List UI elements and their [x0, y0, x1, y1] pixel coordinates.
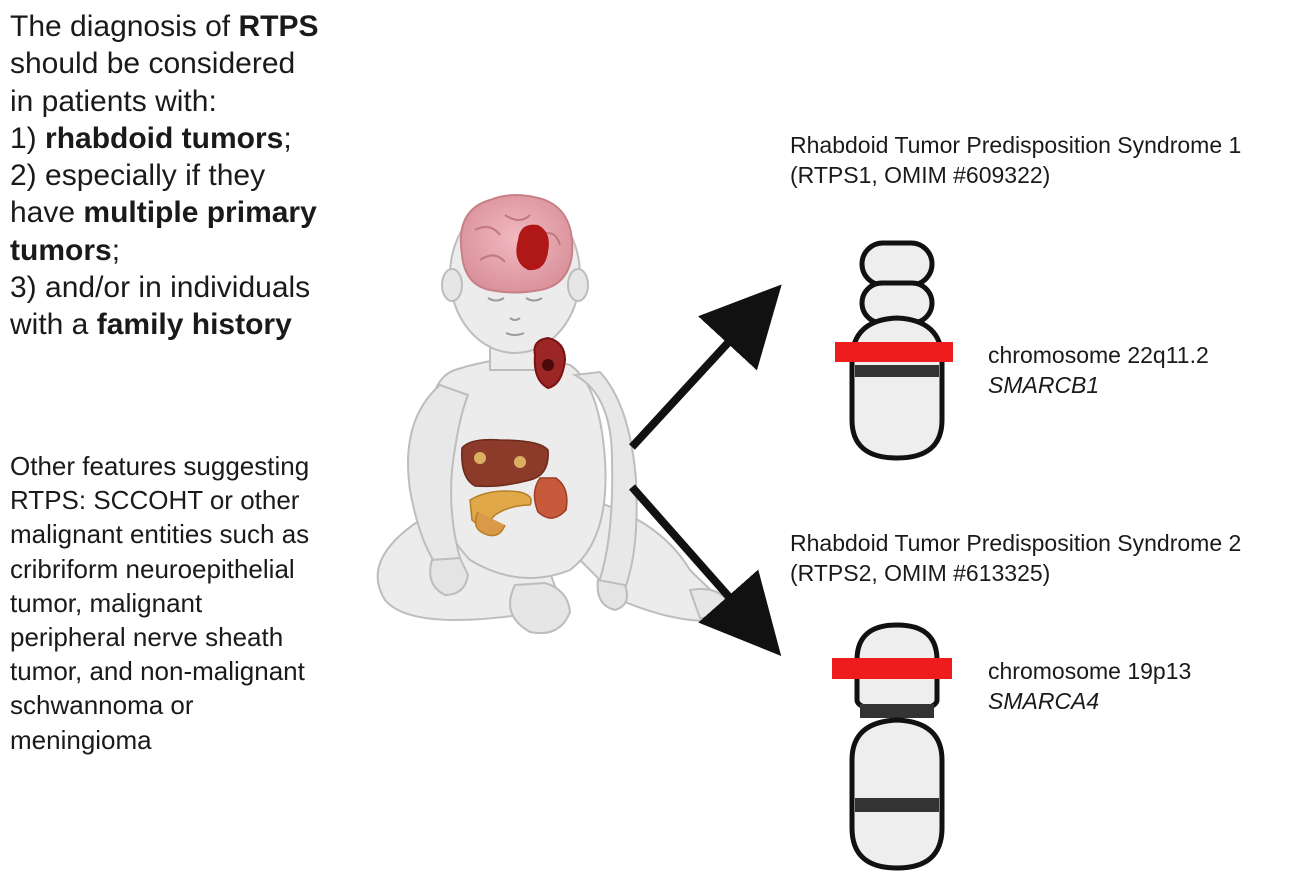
- gene-1-name: SMARCB1: [988, 372, 1100, 398]
- intestine: [474, 511, 506, 537]
- chromosome-2-locus: chromosome 19p13: [988, 658, 1192, 684]
- syndrome-2-name: Rhabdoid Tumor Predisposition Syndrome 2: [790, 530, 1242, 556]
- other-features-line: Other features suggesting: [10, 451, 310, 481]
- chromosome-2-centromere: [860, 704, 934, 718]
- chromosome-1-dark-band: [855, 365, 939, 377]
- other-features-line: cribriform neuroepithelial: [10, 553, 295, 584]
- abdominal-organs: [461, 438, 568, 537]
- chromosome-1-locus: chromosome 22q11.2: [988, 342, 1209, 368]
- chromosome-1-arm-top: [859, 240, 935, 288]
- left-hand: [429, 556, 470, 597]
- criteria-line-8: 3) and/or in individuals: [10, 271, 311, 305]
- chromosome-1-label: chromosome 22q11.2 SMARCB1: [988, 340, 1209, 400]
- kidney: [533, 477, 568, 519]
- syndrome-2-title: Rhabdoid Tumor Predisposition Syndrome 2…: [790, 528, 1241, 588]
- criteria-line-1: The diagnosis of RTPS: [10, 10, 319, 43]
- diagnosis-criteria-text: The diagnosis of RTPS should be consider…: [10, 8, 380, 344]
- syndrome-1-name: Rhabdoid Tumor Predisposition Syndrome 1: [790, 132, 1242, 158]
- syndrome-1-title: Rhabdoid Tumor Predisposition Syndrome 1…: [790, 130, 1241, 190]
- criteria-line-7: tumors;: [10, 233, 121, 267]
- other-features-line: tumor, malignant: [10, 587, 203, 618]
- chromosome-2-label: chromosome 19p13 SMARCA4: [988, 656, 1191, 716]
- brain: [459, 194, 574, 294]
- syndrome-2-code: (RTPS2, OMIM #613325): [790, 560, 1051, 586]
- criteria-line-5: 2) especially if they: [10, 159, 266, 193]
- brain-tumor: [516, 224, 549, 271]
- criteria-line-4: 1) rhabdoid tumors;: [10, 121, 292, 155]
- chromosome-2-body: [849, 717, 945, 871]
- liver: [461, 438, 549, 488]
- right-ear: [567, 268, 589, 302]
- arrow-to-syndrome-1: [629, 284, 782, 450]
- syndrome-1-code: (RTPS1, OMIM #609322): [790, 162, 1051, 188]
- child-illustration: [376, 196, 732, 634]
- other-features-line: tumor, and non-malignant: [10, 656, 305, 687]
- other-features-text: Other features suggesting RTPS: SCCOHT o…: [10, 449, 380, 757]
- left-foot: [509, 581, 572, 634]
- chromosome-1-body: [849, 315, 945, 461]
- left-ear: [441, 268, 463, 302]
- other-features-line: malignant entities such as: [10, 519, 310, 550]
- criteria-line-6: have multiple primary: [10, 196, 317, 230]
- chromosome-2-marker: [832, 658, 952, 679]
- other-features-line: peripheral nerve sheath: [10, 622, 284, 653]
- criteria-line-9: with a family history: [10, 308, 292, 342]
- right-hand: [596, 578, 628, 612]
- gene-2-name: SMARCA4: [988, 688, 1100, 714]
- criteria-line-2: should be considered: [10, 47, 296, 81]
- other-features-line: meningioma: [10, 724, 152, 755]
- chromosome-2-dark-band: [855, 798, 939, 812]
- other-features-line: RTPS: SCCOHT or other: [10, 485, 300, 516]
- chromosome-1-marker: [835, 342, 953, 362]
- criteria-line-3: in patients with:: [10, 84, 217, 118]
- face: [487, 297, 543, 336]
- other-features-line: schwannoma or: [10, 690, 194, 721]
- arrow-to-syndrome-2: [629, 484, 782, 656]
